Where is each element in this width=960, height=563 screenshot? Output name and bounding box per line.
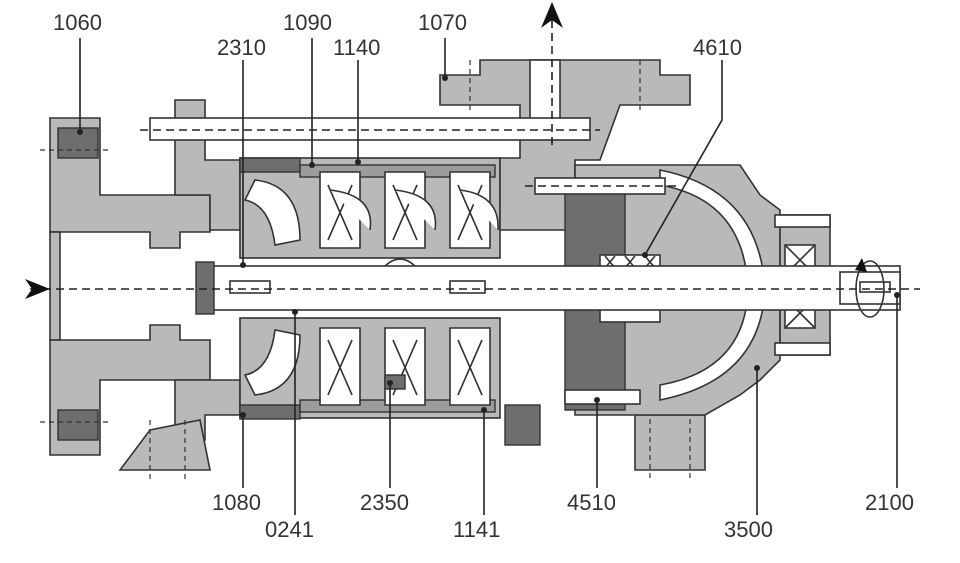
center-lines	[30, 20, 920, 423]
label-1080: 1080	[212, 490, 261, 515]
inlet-flow-arrow-icon	[25, 279, 50, 299]
foot-right	[634, 410, 706, 480]
foot-left	[118, 419, 211, 480]
label-1090: 1090	[283, 10, 332, 35]
label-3500: 3500	[724, 517, 773, 542]
shaft	[195, 258, 901, 315]
label-1060: 1060	[53, 10, 102, 35]
label-0241: 0241	[265, 517, 314, 542]
label-4510: 4510	[567, 490, 616, 515]
label-2310: 2310	[217, 35, 266, 60]
tie-bolts	[140, 117, 831, 446]
impellers-lower	[243, 327, 491, 406]
leader-lines	[77, 38, 900, 515]
rotation-direction-icon	[855, 258, 885, 318]
impellers-upper	[243, 171, 499, 249]
label-4610: 4610	[693, 35, 742, 60]
label-1070: 1070	[418, 10, 467, 35]
label-2100: 2100	[865, 490, 914, 515]
outlet-flow-arrow-icon	[541, 2, 563, 28]
label-2350: 2350	[360, 490, 409, 515]
label-1140: 1140	[333, 35, 380, 60]
label-1141: 1141	[453, 517, 500, 542]
